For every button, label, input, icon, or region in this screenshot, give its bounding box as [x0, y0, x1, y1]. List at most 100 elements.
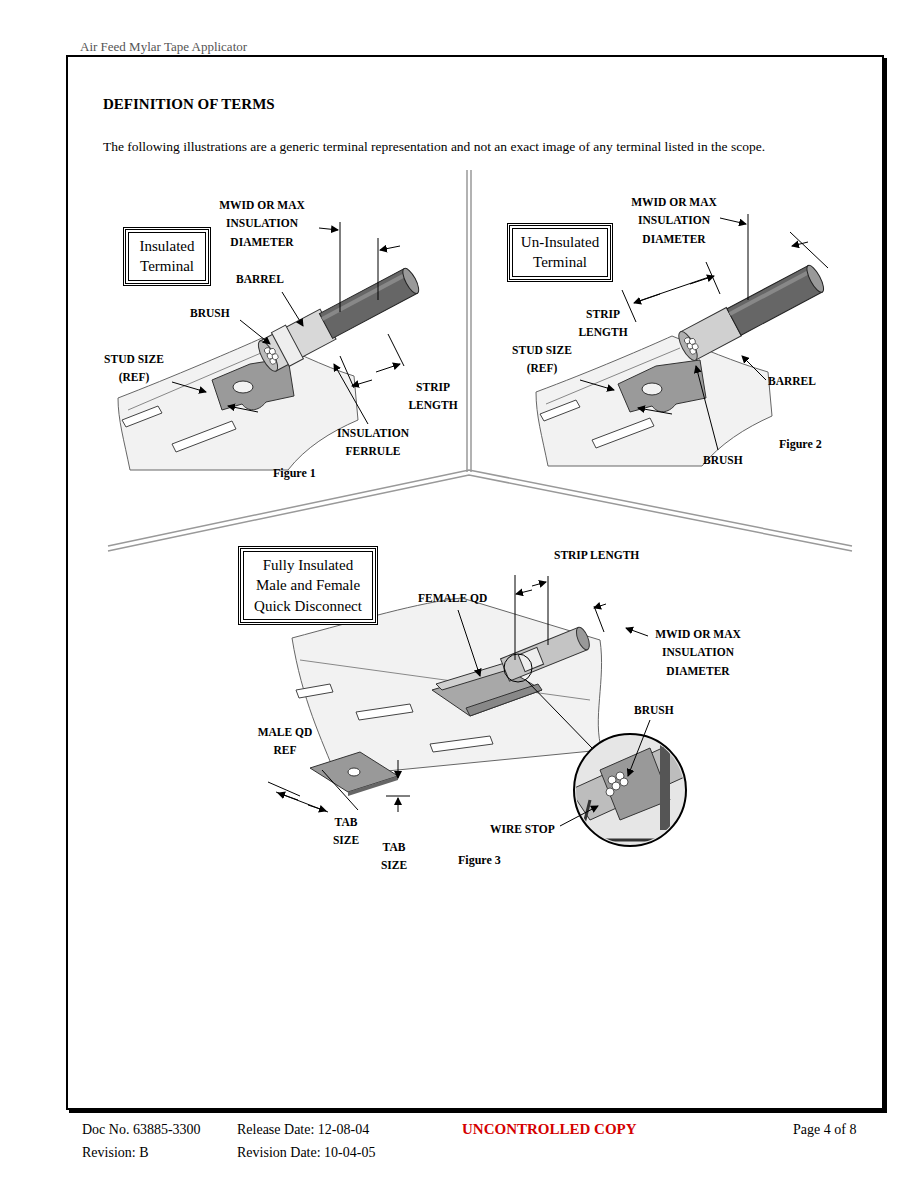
- drawing-part: [376, 364, 400, 372]
- drawing-part: [466, 170, 468, 472]
- drawing-part: [268, 782, 300, 796]
- callout-label: STRIP LENGTH: [402, 378, 464, 415]
- drawing-part: [233, 381, 253, 393]
- drawing-part: [321, 272, 408, 321]
- drawing-part: [263, 345, 280, 366]
- drawing-part: [792, 242, 808, 246]
- magnifier-line: [526, 680, 592, 748]
- drawing-part: [400, 266, 422, 295]
- drawing-part: [296, 684, 333, 698]
- callout-label: WIRE STOP: [490, 820, 555, 838]
- drawing-part: [574, 626, 592, 652]
- drawing-part: [532, 582, 546, 586]
- page-frame: [66, 55, 884, 1110]
- term-label: Insulated Terminal: [135, 236, 199, 277]
- footer-text: Revision: B: [82, 1144, 149, 1163]
- drawing-part: [660, 740, 670, 830]
- footer-text: Doc No. 63885-3300: [82, 1121, 201, 1140]
- divider-lines: [108, 170, 852, 551]
- term-label: Un-Insulated Terminal: [519, 232, 601, 273]
- figure-caption: Figure 2: [779, 436, 822, 452]
- copy-status: UNCONTROLLED COPY: [462, 1119, 637, 1139]
- callout-label: BRUSH: [703, 451, 743, 469]
- tape-strip: [292, 598, 602, 776]
- callout-label: STRIP LENGTH: [554, 546, 639, 564]
- drawing-part: [278, 793, 298, 800]
- male-quick-disconnect: [310, 752, 398, 796]
- drawing-part: [580, 800, 660, 840]
- footer-text: Revision Date: 10-04-05: [237, 1144, 375, 1163]
- drawing-part: [348, 776, 398, 796]
- footer-text: Release Date: 12-08-04: [237, 1121, 369, 1140]
- callout-label: INSULATION FERRULE: [326, 424, 420, 461]
- drawing-part: [430, 736, 493, 752]
- drawing-part: [729, 269, 812, 316]
- drawing-part: [458, 610, 480, 676]
- callout-label: STRIP LENGTH: [572, 305, 634, 342]
- drawing-part: [691, 343, 699, 351]
- callout-label: MALE QD REF: [252, 723, 318, 760]
- term-box: Fully Insulated Male and Female Quick Di…: [240, 548, 376, 623]
- drawing-part: [319, 228, 338, 230]
- drawing-part: [172, 421, 236, 452]
- detail-inset: [570, 734, 700, 846]
- drawing-part: [618, 360, 706, 412]
- drawing-part: [560, 806, 598, 826]
- callout-label: MWID OR MAX INSULATION DIAMETER: [636, 625, 760, 680]
- drawing-part: [340, 222, 341, 312]
- drawing-part: [388, 334, 404, 366]
- wire: [319, 266, 421, 338]
- drawing-part: [540, 400, 580, 421]
- drawing-part: [276, 792, 328, 812]
- drawing-part: [271, 353, 279, 361]
- drawing-part: [594, 606, 604, 632]
- callout-label: BRUSH: [190, 304, 230, 322]
- callout-label: MWID OR MAX INSULATION DIAMETER: [616, 193, 732, 248]
- page-title: DEFINITION OF TERMS: [103, 94, 275, 114]
- drawing-part: [122, 406, 162, 427]
- drawing-part: [592, 418, 654, 448]
- drawing-part: [612, 782, 620, 790]
- drawing-part: [348, 768, 360, 776]
- drawing-part: [580, 380, 614, 390]
- drawing-part: [628, 720, 650, 776]
- drawing-part: [570, 740, 700, 840]
- drawing-part: [690, 276, 714, 284]
- drawing-part: [675, 329, 701, 363]
- drawing-part: [466, 684, 542, 716]
- drawing-part: [696, 366, 718, 450]
- wire: [727, 263, 827, 335]
- drawing-part: [501, 627, 588, 681]
- drawing-part: [386, 796, 410, 797]
- drawing-part: [634, 294, 660, 303]
- drawing-part: [322, 770, 358, 810]
- drawing-part: [638, 408, 672, 414]
- term-box: Un-Insulated Terminal: [509, 225, 611, 280]
- drawing-part: [594, 604, 606, 608]
- figure-caption: Figure 3: [458, 852, 501, 868]
- figure-caption: Figure 1: [273, 465, 316, 481]
- drawing-part: [548, 576, 549, 645]
- drawing-part: [622, 290, 636, 322]
- drawing-part: [108, 475, 852, 551]
- drawing-part: [108, 470, 852, 546]
- drawing-part: [356, 704, 413, 720]
- term-box: Insulated Terminal: [125, 229, 209, 284]
- drawing-part: [683, 335, 700, 356]
- insulating-sleeve: [501, 626, 593, 682]
- drawing-part: [228, 406, 258, 412]
- drawing-part: [470, 170, 472, 472]
- drawing-part: [398, 760, 399, 778]
- term-label: Fully Insulated Male and Female Quick Di…: [250, 555, 366, 616]
- drawing-part: [606, 788, 614, 796]
- magnifier-circle: [504, 654, 532, 682]
- drawing-part: [308, 805, 326, 811]
- drawing-part: [340, 356, 354, 388]
- intro-text: The following illustrations are a generi…: [103, 138, 843, 156]
- drawing-part: [398, 798, 399, 812]
- callout-label: MWID OR MAX INSULATION DIAMETER: [204, 196, 320, 251]
- callout-label: BARREL: [236, 270, 284, 288]
- footer-text: Page 4 of 8: [793, 1121, 856, 1140]
- drawing-part: [748, 214, 749, 300]
- drawing-part: [240, 320, 270, 344]
